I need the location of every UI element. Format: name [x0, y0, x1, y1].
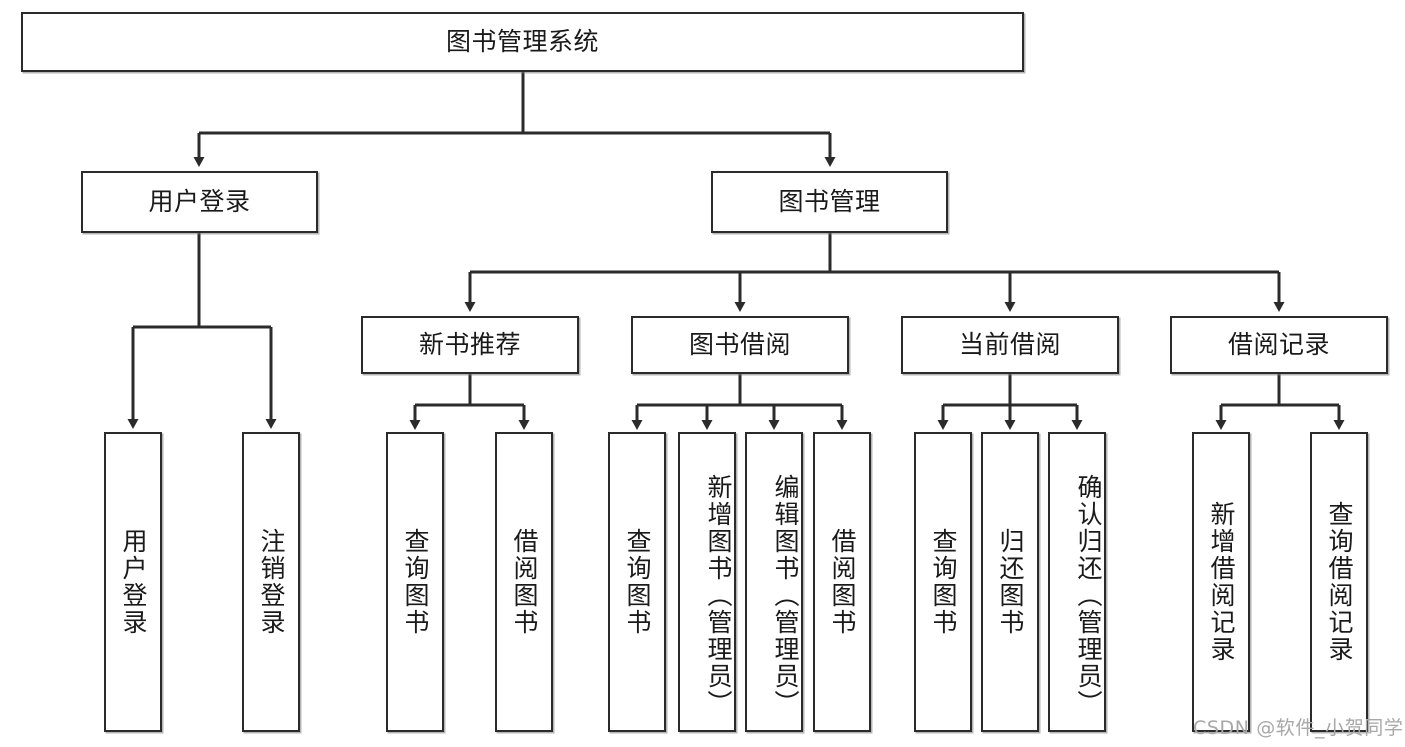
node-book-borrow[interactable]: 图书借阅 [631, 316, 849, 374]
leaf-current-borrow-query-book[interactable]: 查询图书 [914, 432, 972, 732]
node-label: 归还图书 [996, 528, 1025, 636]
node-label: 查询图书 [401, 528, 430, 636]
node-root-book-management-system[interactable]: 图书管理系统 [21, 12, 1024, 72]
leaf-book-borrow-edit-book-admin[interactable]: 编辑图书（管理员） [745, 432, 803, 732]
node-new-book-recommend[interactable]: 新书推荐 [361, 316, 579, 374]
node-label: 新书推荐 [418, 330, 521, 359]
leaf-borrow-record-query-record[interactable]: 查询借阅记录 [1310, 432, 1368, 732]
node-label: 新增图书（管理员） [704, 473, 733, 717]
leaf-book-borrow-add-book-admin[interactable]: 新增图书（管理员） [678, 432, 736, 732]
node-label: 借阅图书 [510, 528, 539, 636]
node-label: 查询图书 [929, 528, 958, 636]
leaf-current-borrow-return-book[interactable]: 归还图书 [981, 432, 1039, 732]
node-label: 当前借阅 [958, 330, 1061, 359]
leaf-new-book-query-book[interactable]: 查询图书 [386, 432, 444, 732]
node-label: 图书管理系统 [445, 27, 599, 56]
leaf-new-book-borrow-book[interactable]: 借阅图书 [495, 432, 553, 732]
csdn-watermark: CSDN @软件_小贺同学 [1193, 717, 1404, 739]
leaf-current-borrow-confirm-return-admin[interactable]: 确认归还（管理员） [1048, 432, 1106, 732]
node-current-borrow[interactable]: 当前借阅 [901, 316, 1119, 374]
node-label: 用户登录 [148, 187, 251, 216]
node-book-management[interactable]: 图书管理 [711, 171, 948, 233]
node-label: 图书管理 [778, 187, 881, 216]
leaf-book-borrow-query-book[interactable]: 查询图书 [608, 432, 666, 732]
leaf-book-borrow-borrow-book[interactable]: 借阅图书 [813, 432, 871, 732]
node-label: 查询图书 [623, 528, 652, 636]
node-label: 图书借阅 [688, 330, 791, 359]
node-label: 用户登录 [119, 528, 148, 636]
node-label: 注销登录 [257, 528, 286, 636]
node-label: 确认归还（管理员） [1074, 473, 1103, 717]
node-label: 新增借阅记录 [1207, 501, 1236, 663]
node-user-login[interactable]: 用户登录 [81, 171, 318, 233]
node-label: 编辑图书（管理员） [771, 473, 800, 717]
node-borrow-record[interactable]: 借阅记录 [1170, 316, 1388, 374]
node-label: 查询借阅记录 [1325, 501, 1354, 663]
node-label: 借阅图书 [828, 528, 857, 636]
node-label: 借阅记录 [1227, 330, 1330, 359]
leaf-user-login-login[interactable]: 用户登录 [104, 432, 162, 732]
leaf-borrow-record-add-record[interactable]: 新增借阅记录 [1192, 432, 1250, 732]
leaf-user-login-logout[interactable]: 注销登录 [242, 432, 300, 732]
